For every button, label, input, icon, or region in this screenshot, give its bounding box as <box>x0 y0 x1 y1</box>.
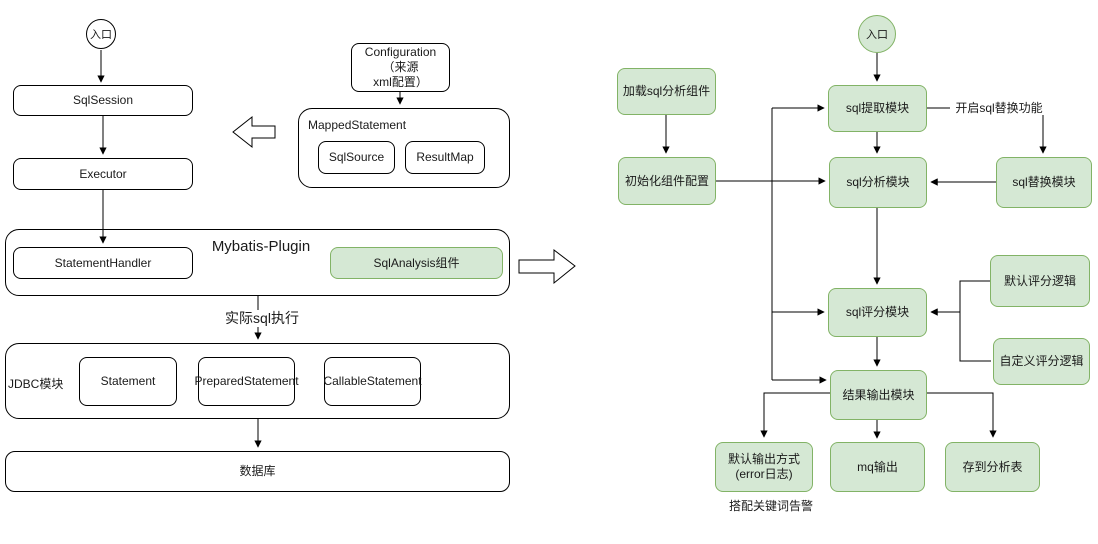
node-callable-statement-label: CallableStatement <box>323 374 422 388</box>
node-default-score-logic-label: 默认评分逻辑 <box>1003 273 1076 288</box>
node-default-score-logic: 默认评分逻辑 <box>990 255 1090 307</box>
node-sql-extract: sql提取模块 <box>828 85 927 132</box>
node-statement-handler-label: StatementHandler <box>54 255 152 270</box>
entry-label-left: 入口 <box>90 29 112 41</box>
entry-circle-right: 入口 <box>858 15 896 53</box>
node-sql-replace-label: sql替换模块 <box>1012 175 1076 189</box>
node-database: 数据库 <box>5 451 510 492</box>
node-result-output-label: 结果输出模块 <box>842 387 915 402</box>
node-sqlsession: SqlSession <box>13 85 193 116</box>
node-sql-analysis: SqlAnalysis组件 <box>330 247 503 279</box>
node-database-label: 数据库 <box>239 464 276 478</box>
node-init-config-label: 初始化组件配置 <box>624 173 709 188</box>
jdbc-module-title: JDBC模块 <box>8 377 64 391</box>
mybatis-plugin-title: Mybatis-Plugin <box>211 238 311 255</box>
connector-scorelogic-bracket <box>959 280 991 362</box>
node-custom-score-logic-label: 自定义评分逻辑 <box>999 354 1084 368</box>
node-sql-score: sql评分模块 <box>828 288 927 337</box>
node-executor: Executor <box>13 158 193 190</box>
hollow-arrow-left-icon <box>232 115 276 149</box>
node-sqlsession-label: SqlSession <box>72 93 134 107</box>
configuration-label-line1: Configuration（来源 <box>364 45 437 74</box>
keyword-alert-label: 搭配关键词告警 <box>724 499 818 514</box>
node-resultmap: ResultMap <box>405 141 485 174</box>
node-resultmap-label: ResultMap <box>416 150 474 164</box>
mapped-statement-title: MappedStatement <box>308 118 407 132</box>
node-load-component-label: 加载sql分析组件 <box>622 84 711 98</box>
enable-sql-replace-label: 开启sql替换功能 <box>950 101 1048 116</box>
connector-output-to-savetable <box>927 392 997 438</box>
node-mq-output: mq输出 <box>830 442 925 492</box>
node-callable-statement: CallableStatement <box>323 357 422 406</box>
configuration-label-line2: xml配置） <box>373 75 428 89</box>
entry-label-right: 入口 <box>866 29 888 41</box>
node-default-output-label-line1: 默认输出方式 <box>727 452 800 466</box>
node-statement: Statement <box>79 357 177 406</box>
node-custom-score-logic: 自定义评分逻辑 <box>993 338 1090 385</box>
node-prepared-statement: PreparedStatement <box>194 357 299 406</box>
node-prepared-statement-label: PreparedStatement <box>194 374 299 388</box>
node-load-component: 加载sql分析组件 <box>617 68 716 115</box>
node-sql-analyze-label: sql分析模块 <box>846 175 910 189</box>
node-sql-replace: sql替换模块 <box>996 157 1092 208</box>
node-statement-handler: StatementHandler <box>13 247 193 279</box>
node-sql-analyze: sql分析模块 <box>829 157 927 208</box>
node-result-output: 结果输出模块 <box>830 370 927 420</box>
node-statement-label: Statement <box>100 374 156 388</box>
node-save-to-table-label: 存到分析表 <box>962 459 1023 474</box>
node-init-config: 初始化组件配置 <box>618 157 716 205</box>
node-configuration: Configuration（来源 xml配置） <box>351 43 450 92</box>
node-mq-output-label: mq输出 <box>857 459 898 474</box>
entry-circle-left: 入口 <box>86 19 116 49</box>
node-default-output: 默认输出方式 (error日志) <box>715 442 813 492</box>
hollow-arrow-right-icon <box>518 248 576 285</box>
node-executor-label: Executor <box>79 166 127 181</box>
node-sql-analysis-label: SqlAnalysis组件 <box>373 255 460 270</box>
node-sqlsource-label: SqlSource <box>328 150 385 164</box>
node-default-output-label-line2: (error日志) <box>735 467 793 481</box>
node-sqlsource: SqlSource <box>318 141 395 174</box>
node-save-to-table: 存到分析表 <box>945 442 1040 492</box>
node-sql-extract-label: sql提取模块 <box>845 101 910 115</box>
connector-output-to-defaultoutput <box>760 392 830 438</box>
node-sql-score-label: sql评分模块 <box>845 305 910 319</box>
actual-sql-exec-label: 实际sql执行 <box>218 310 306 327</box>
